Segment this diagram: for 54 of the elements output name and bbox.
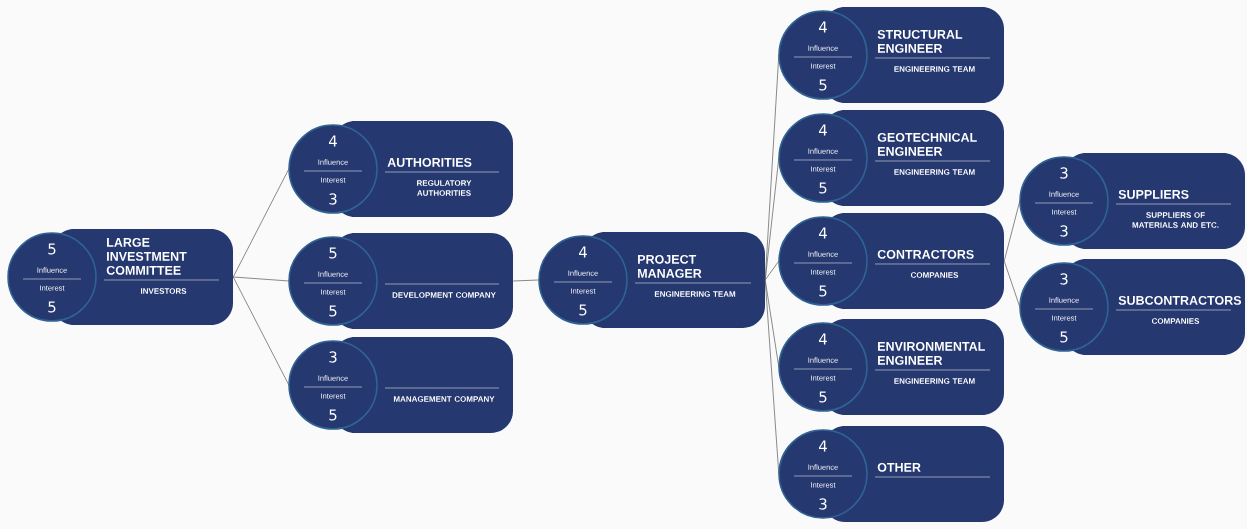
connector-line [512, 279, 540, 282]
score-value: 5 [819, 391, 827, 403]
connector-line [232, 168, 290, 278]
score-value: 5 [329, 247, 337, 259]
score-value: 3 [1060, 273, 1068, 285]
card-title: ENVIRONMENTAL ENGINEER [878, 341, 985, 365]
card-subtitle: ENGINEERING TEAM [894, 169, 975, 175]
card-title: CONTRACTORS [877, 249, 974, 259]
card-title: LARGE INVESTMENT COMMITTEE [106, 237, 187, 275]
card-subtitle: ENGINEERING TEAM [654, 291, 736, 297]
score-value: 5 [819, 285, 827, 297]
score-value: 3 [1060, 167, 1068, 179]
card-title: GEOTECHNICAL ENGINEER [877, 132, 977, 156]
connector-line [1003, 260, 1021, 308]
score-value: 4 [818, 440, 827, 452]
connector-line [764, 279, 780, 475]
card-title: SUBCONTRACTORS [1118, 295, 1242, 305]
connector-line [1003, 200, 1021, 262]
score-value: 4 [578, 246, 587, 258]
card-title: OTHER [877, 462, 921, 472]
score-value: 4 [818, 227, 827, 239]
score-value: 5 [819, 79, 827, 91]
card-subtitle: ENGINEERING TEAM [894, 378, 975, 384]
score-value: 5 [819, 182, 827, 194]
score-value: 5 [48, 301, 56, 313]
score-value: 5 [329, 305, 337, 317]
score-value: 5 [48, 243, 56, 255]
card-subtitle: SUPPLIERS OF MATERIALS AND ETC. [1132, 212, 1219, 228]
score-value: 4 [818, 124, 827, 136]
card-subtitle: COMPANIES [910, 272, 959, 278]
card-subtitle: COMPANIES [1151, 318, 1200, 324]
connector-line [232, 276, 290, 386]
card-subtitle: MANAGEMENT COMPANY [393, 396, 495, 402]
score-value: 4 [818, 333, 827, 345]
card-title: PROJECT MANAGER [638, 254, 702, 278]
score-value: 3 [819, 498, 827, 510]
connector-line [764, 260, 780, 281]
card-title: SUPPLIERS [1118, 189, 1189, 199]
card-title: AUTHORITIES [387, 157, 472, 167]
score-value: 4 [818, 21, 827, 33]
card-subtitle: ENGINEERING TEAM [894, 66, 975, 72]
card-title: STRUCTURAL ENGINEER [877, 29, 963, 53]
score-value: 4 [329, 135, 337, 147]
score-value: 5 [329, 409, 337, 421]
score-value: 3 [1060, 225, 1068, 237]
score-value: 5 [579, 304, 587, 316]
connector-line [232, 276, 290, 282]
score-value: 3 [329, 351, 337, 363]
card-subtitle: DEVELOPMENT COMPANY [392, 292, 496, 298]
score-value: 3 [329, 193, 337, 205]
card-subtitle: REGULATORY AUTHORITIES [417, 180, 472, 196]
card-subtitle: INVESTORS [141, 288, 187, 294]
score-value: 5 [1060, 331, 1068, 343]
connector-line [764, 157, 780, 281]
